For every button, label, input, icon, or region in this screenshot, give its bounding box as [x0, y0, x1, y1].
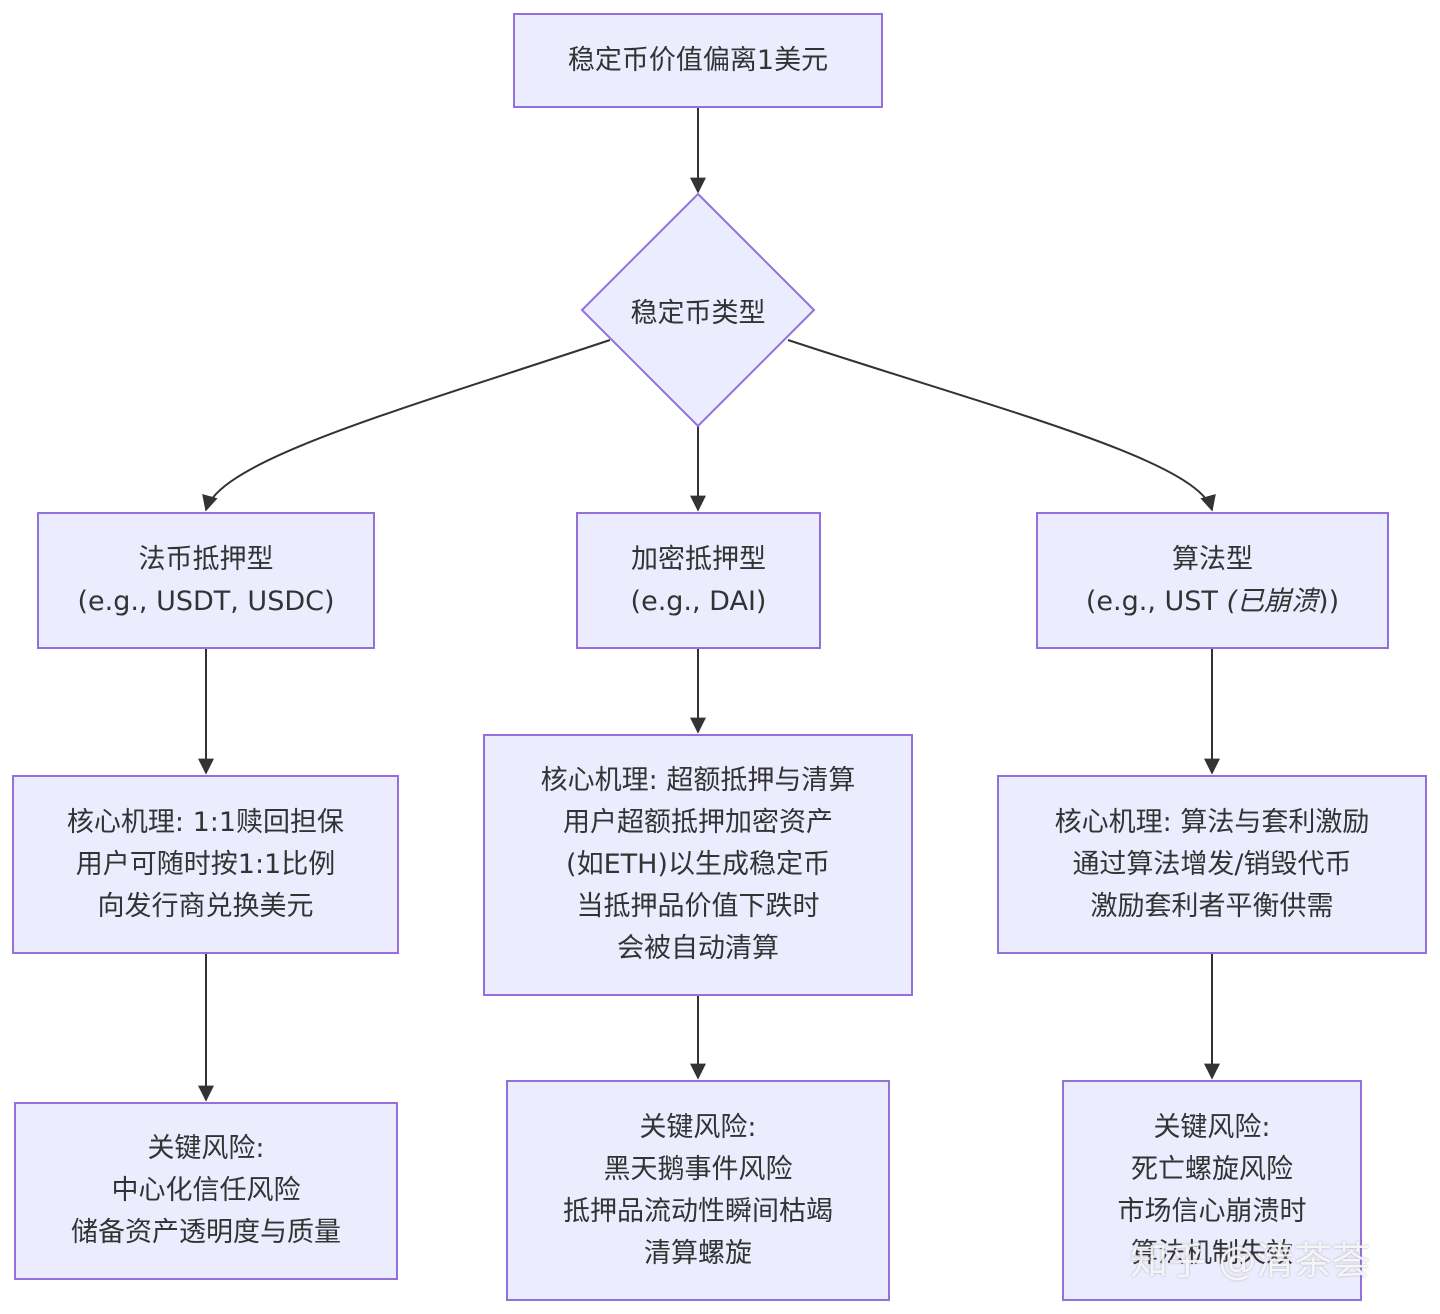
- node-crypto-risk-line: 抵押品流动性瞬间枯竭: [563, 1195, 833, 1227]
- node-fiat: 法币抵押型 (e.g., USDT, USDC): [37, 512, 375, 649]
- decision-label: 稳定币类型: [630, 297, 766, 329]
- node-start: 稳定币价值偏离1美元: [513, 13, 883, 108]
- node-fiat-risk: 关键风险: 中心化信任风险 储备资产透明度与质量: [14, 1102, 398, 1280]
- node-fiat-mechanism: 核心机理: 1:1赎回担保 用户可随时按1:1比例 向发行商兑换美元: [12, 775, 399, 954]
- node-algo-title: 算法型: [1172, 543, 1253, 575]
- node-algo-mechanism-line: 核心机理: 算法与套利激励: [1054, 806, 1370, 838]
- node-fiat-example: (e.g., USDT, USDC): [77, 585, 335, 617]
- node-crypto-risk: 关键风险: 黑天鹅事件风险 抵押品流动性瞬间枯竭 清算螺旋: [506, 1080, 890, 1301]
- node-fiat-mechanism-line: 用户可随时按1:1比例: [75, 848, 336, 880]
- node-crypto-title: 加密抵押型: [631, 543, 766, 575]
- node-crypto-mechanism-line: 当抵押品价值下跌时: [576, 891, 820, 922]
- node-crypto-mechanism-line: (如ETH)以生成稳定币: [566, 849, 830, 880]
- node-algo-risk-line: 死亡螺旋风险: [1131, 1153, 1293, 1185]
- edge-decision-to-fiat: [202, 339, 611, 512]
- node-crypto-mechanism-line: 会被自动清算: [617, 933, 779, 964]
- node-algo-example-prefix: (e.g., UST: [1085, 585, 1227, 617]
- node-algo-risk: 关键风险: 死亡螺旋风险 市场信心崩溃时 算法机制失效: [1062, 1080, 1362, 1301]
- node-crypto-example: (e.g., DAI): [630, 585, 767, 617]
- node-fiat-mechanism-line: 向发行商兑换美元: [97, 890, 314, 922]
- node-algo-mechanism-line: 通过算法增发/销毁代币: [1072, 848, 1352, 880]
- edge-decision-to-algo: [787, 339, 1216, 512]
- node-algo-risk-line: 算法机制失效: [1131, 1237, 1293, 1269]
- node-crypto-risk-line: 黑天鹅事件风险: [603, 1153, 793, 1185]
- node-crypto-mechanism-line: 核心机理: 超额抵押与清算: [540, 765, 856, 796]
- node-crypto-mechanism: 核心机理: 超额抵押与清算 用户超额抵押加密资产 (如ETH)以生成稳定币 当抵…: [483, 734, 913, 996]
- node-crypto-risk-line: 关键风险:: [639, 1111, 757, 1143]
- node-fiat-risk-line: 关键风险:: [147, 1133, 265, 1164]
- node-algo: 算法型 (e.g., UST (已崩溃)): [1036, 512, 1389, 649]
- watermark: 知乎 @清茶荟: [1130, 1239, 1371, 1283]
- node-crypto: 加密抵押型 (e.g., DAI): [576, 512, 821, 649]
- node-fiat-risk-line: 中心化信任风险: [111, 1175, 301, 1206]
- node-algo-example-suffix: )): [1318, 585, 1340, 617]
- node-crypto-risk-line: 清算螺旋: [644, 1237, 752, 1269]
- node-algo-example: (e.g., UST (已崩溃)): [1086, 581, 1339, 623]
- node-algo-example-collapsed: (已崩溃: [1226, 585, 1319, 617]
- node-crypto-mechanism-line: 用户超额抵押加密资产: [563, 807, 833, 838]
- node-fiat-mechanism-line: 核心机理: 1:1赎回担保: [66, 806, 345, 838]
- node-start-label: 稳定币价值偏离1美元: [567, 44, 829, 76]
- node-algo-mechanism-line: 激励套利者平衡供需: [1090, 890, 1334, 922]
- node-algo-risk-line: 市场信心崩溃时: [1117, 1195, 1307, 1227]
- node-fiat-title: 法币抵押型: [138, 543, 274, 575]
- node-algo-risk-line: 关键风险:: [1153, 1111, 1271, 1143]
- node-fiat-risk-line: 储备资产透明度与质量: [71, 1217, 341, 1248]
- node-algo-mechanism: 核心机理: 算法与套利激励 通过算法增发/销毁代币 激励套利者平衡供需: [997, 775, 1427, 954]
